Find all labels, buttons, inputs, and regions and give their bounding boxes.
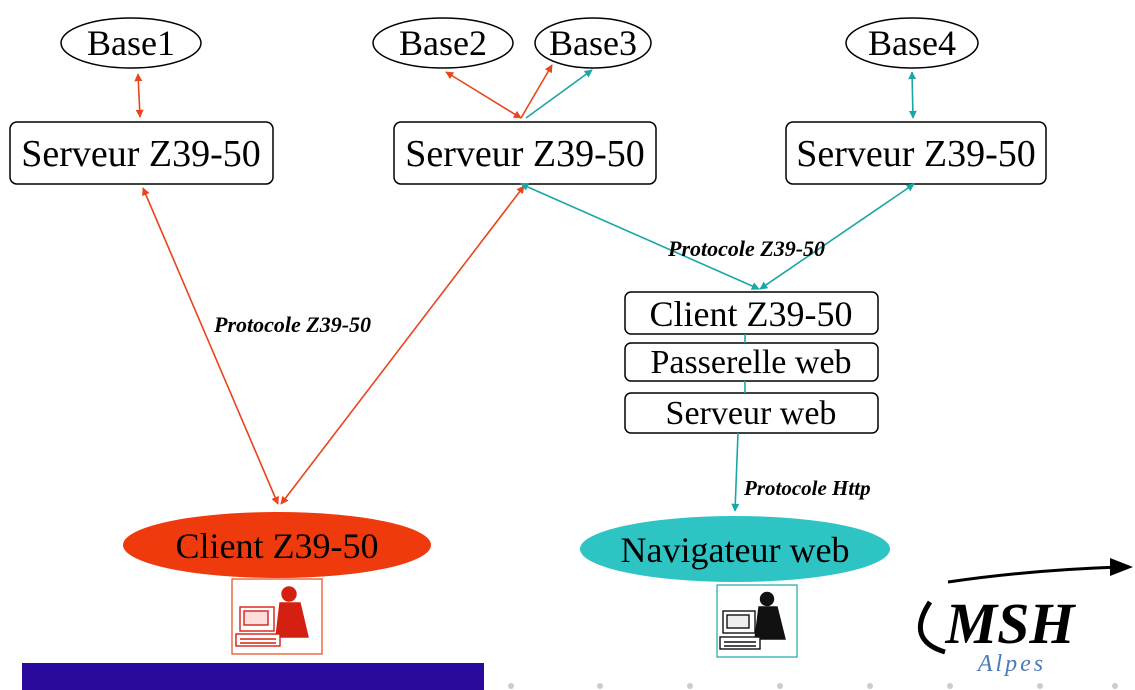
protocol-label-left: Protocole Z39-50 — [213, 312, 371, 337]
link-base4-server-right — [908, 71, 917, 119]
user-at-computer-icon — [716, 584, 798, 658]
database-base2: Base2 — [372, 17, 514, 69]
web-browser: Navigateur web — [580, 516, 890, 582]
link-server-right-gateway — [759, 183, 915, 290]
z3950-client-label: Client Z39-50 — [176, 526, 379, 566]
database-base3-label: Base3 — [549, 23, 637, 63]
web-gateway: Passerelle web — [624, 342, 879, 382]
link-base1-server-left — [134, 73, 144, 118]
database-base1: Base1 — [60, 17, 202, 69]
web-server: Serveur web — [624, 392, 879, 434]
link-server-middle-gateway — [520, 183, 760, 290]
left-flow-connectors — [134, 64, 553, 505]
msh-alpes-logo: MSH Alpes — [918, 558, 1133, 677]
database-base3: Base3 — [534, 17, 652, 69]
footer-dots — [508, 683, 1118, 689]
z3950-client: Client Z39-50 — [123, 512, 431, 578]
database-base1-label: Base1 — [87, 23, 175, 63]
user-at-computer-icon — [231, 578, 323, 655]
database-base4: Base4 — [845, 17, 979, 69]
z3950-server-left: Serveur Z39-50 — [9, 121, 274, 185]
z3950-server-right-label: Serveur Z39-50 — [796, 133, 1036, 175]
link-webserver-browser — [731, 432, 740, 512]
web-server-label: Serveur web — [666, 395, 837, 432]
link-server-middle-base3-teal — [525, 69, 593, 119]
database-base2-label: Base2 — [399, 23, 487, 63]
protocol-label-right: Protocole Z39-50 — [667, 236, 825, 261]
database-base4-label: Base4 — [868, 23, 956, 63]
z3950-server-right: Serveur Z39-50 — [785, 121, 1047, 185]
logo-sub-text: Alpes — [976, 651, 1046, 677]
z3950-server-middle-label: Serveur Z39-50 — [405, 133, 645, 175]
web-gateway-label: Passerelle web — [650, 344, 851, 381]
link-server-middle-base3 — [520, 64, 553, 119]
link-server-left-client — [142, 187, 279, 505]
z3950-server-left-label: Serveur Z39-50 — [21, 133, 261, 175]
logo-swoosh-icon — [918, 600, 946, 655]
logo-arrow-icon — [947, 565, 1121, 584]
link-server-middle-client — [280, 185, 525, 505]
gateway-client-z3950-label: Client Z39-50 — [650, 294, 853, 334]
link-server-middle-base2 — [445, 71, 522, 119]
right-flow-connectors — [520, 69, 917, 512]
web-browser-label: Navigateur web — [621, 530, 850, 570]
gateway-client-z3950: Client Z39-50 — [624, 291, 879, 335]
z3950-server-middle: Serveur Z39-50 — [393, 121, 657, 185]
footer-bar — [22, 663, 484, 690]
protocol-label-http: Protocole Http — [743, 476, 871, 500]
logo-main-text: MSH — [945, 591, 1077, 656]
